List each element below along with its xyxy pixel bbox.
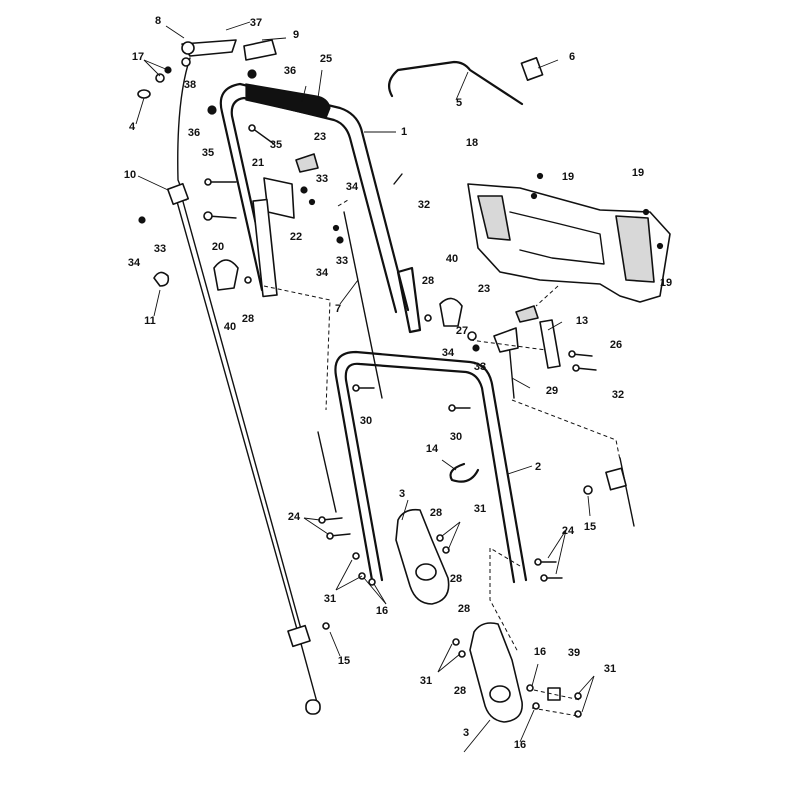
callout-label: 15 (338, 655, 350, 667)
callout-label: 9 (293, 29, 299, 41)
callout-label: 27 (456, 325, 468, 337)
callout-label: 25 (320, 53, 332, 65)
callout-label: 31 (324, 593, 336, 605)
control-cable (166, 57, 321, 715)
callout-label: 22 (290, 231, 302, 243)
callout-label: 16 (534, 646, 546, 658)
callout-label: 34 (128, 257, 141, 269)
callout-label: 16 (376, 605, 388, 617)
handle-cover (467, 183, 671, 303)
callout-label: 28 (422, 275, 434, 287)
control-box (252, 153, 319, 298)
callout-label: 30 (360, 415, 372, 427)
callout-label: 28 (450, 573, 462, 585)
callout-label: 35 (270, 139, 282, 151)
cable-adjuster (507, 331, 635, 527)
wire-rod (387, 57, 544, 106)
callout-label: 33 (336, 255, 348, 267)
callout-label: 6 (569, 51, 575, 63)
callout-label: 10 (124, 169, 136, 181)
handle-grip (245, 83, 331, 119)
bolts (203, 124, 597, 582)
callout-label: 37 (250, 17, 262, 29)
control-bail (137, 39, 277, 99)
callout-label: 31 (474, 503, 486, 515)
callout-label: 32 (612, 389, 624, 401)
leader-lines (135, 21, 595, 753)
side-plate-upper (395, 508, 450, 605)
callout-label: 35 (202, 147, 214, 159)
callout-label: 24 (562, 525, 575, 537)
knob-right (439, 297, 463, 327)
callout-label: 36 (284, 65, 296, 77)
callout-label: 36 (188, 127, 200, 139)
callout-label: 23 (478, 283, 490, 295)
callout-label: 33 (474, 361, 486, 373)
callout-label: 11 (144, 315, 156, 327)
callout-label: 4 (129, 121, 136, 133)
callout-label: 32 (418, 199, 430, 211)
callout-label: 38 (184, 79, 196, 91)
callout-label: 14 (426, 443, 439, 455)
callout-label: 15 (584, 521, 596, 533)
callout-label: 3 (399, 488, 405, 500)
callout-label: 33 (154, 243, 166, 255)
small-hardware (138, 105, 664, 718)
callout-label: 13 (576, 315, 588, 327)
callout-label: 40 (224, 321, 236, 333)
callout-label: 34 (346, 181, 359, 193)
callout-label: 30 (450, 431, 462, 443)
upper-handle (219, 82, 422, 334)
alignment-lines (263, 199, 621, 717)
callout-label: 16 (514, 739, 526, 751)
callout-label: 28 (454, 685, 466, 697)
callout-label: 26 (610, 339, 622, 351)
callout-label: 3 (463, 727, 469, 739)
callout-label: 5 (456, 97, 462, 109)
callout-label: 28 (458, 603, 470, 615)
callout-label: 23 (314, 131, 326, 143)
callout-label: 34 (442, 347, 455, 359)
callout-label: 1 (401, 126, 407, 138)
callout-label: 34 (316, 267, 329, 279)
callout-label: 39 (568, 647, 580, 659)
callout-label: 28 (242, 313, 254, 325)
clip (153, 271, 170, 287)
spring (449, 462, 480, 483)
callout-label: 19 (632, 167, 644, 179)
callout-label: 20 (212, 241, 224, 253)
callout-label: 21 (252, 157, 264, 169)
callout-label: 31 (604, 663, 616, 675)
callout-label: 18 (466, 137, 478, 149)
callout-label: 2 (535, 461, 541, 473)
rod (343, 211, 383, 399)
callout-label: 19 (562, 171, 574, 183)
callout-label: 31 (420, 675, 432, 687)
callout-label: 19 (660, 277, 672, 289)
callout-label: 33 (316, 173, 328, 185)
callout-label: 29 (546, 385, 558, 397)
bracket (493, 305, 561, 369)
callout-label: 28 (430, 507, 442, 519)
lower-handle (334, 350, 528, 584)
callout-label: 24 (288, 511, 301, 523)
side-plate-lower (469, 622, 523, 723)
callout-label: 7 (335, 303, 341, 315)
knob-left (213, 259, 239, 291)
callout-label: 40 (446, 253, 458, 265)
callout-label: 17 (132, 51, 144, 63)
callout-label: 8 (155, 15, 161, 27)
